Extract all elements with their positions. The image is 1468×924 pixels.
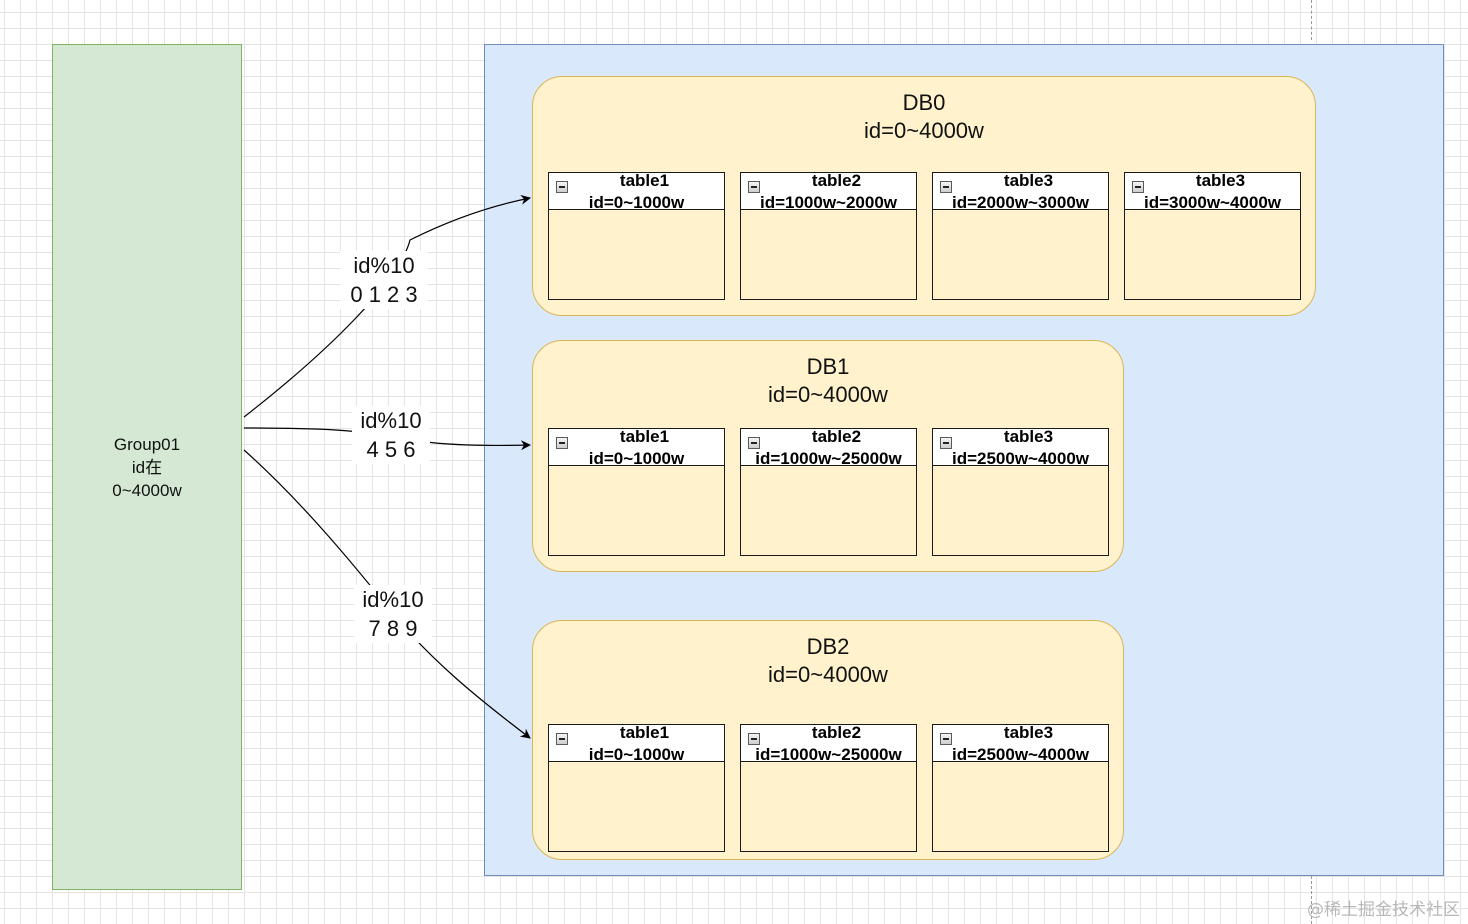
table-name: table2 — [811, 427, 862, 446]
table-range: id=2000w~3000w — [951, 193, 1090, 209]
table-header: table2 id=1000w~25000w — [741, 427, 916, 466]
table-node[interactable]: table3 id=2000w~3000w — [932, 172, 1109, 300]
table-range: id=2500w~4000w — [951, 745, 1090, 761]
table-name: table1 — [619, 723, 670, 742]
collapse-icon[interactable] — [748, 733, 760, 745]
table-name: table2 — [811, 723, 862, 742]
collapse-icon[interactable] — [940, 437, 952, 449]
db-name: DB1 — [806, 354, 850, 379]
collapse-icon[interactable] — [748, 181, 760, 193]
table-range: id=1000w~25000w — [755, 449, 902, 465]
group-label-line3: 0~4000w — [112, 480, 182, 500]
table-node[interactable]: table1 id=0~1000w — [548, 172, 725, 300]
table-header: table3 id=2500w~4000w — [933, 427, 1108, 466]
table-header: table3 id=3000w~4000w — [1125, 171, 1300, 210]
edge-label-line1: id%10 — [360, 408, 422, 433]
table-header: table3 id=2500w~4000w — [933, 723, 1108, 762]
table-node[interactable]: table2 id=1000w~25000w — [740, 724, 917, 852]
table-range: id=0~1000w — [588, 449, 685, 465]
guide-line-bottom — [1311, 876, 1312, 924]
group-node[interactable]: Group01 id在 0~4000w — [52, 44, 242, 890]
table-node[interactable]: table3 id=3000w~4000w — [1124, 172, 1301, 300]
db-title: DB2 id=0~4000w — [533, 633, 1123, 689]
table-range: id=2500w~4000w — [951, 449, 1090, 465]
table-name: table3 — [1195, 171, 1246, 190]
db-title: DB0 id=0~4000w — [533, 89, 1315, 145]
edge-label-line1: id%10 — [353, 253, 415, 278]
edge-label-line2: 4 5 6 — [366, 437, 416, 462]
db-node-db0[interactable]: DB0 id=0~4000w table1 id=0~1000w table2 … — [532, 76, 1316, 316]
table-header: table3 id=2000w~3000w — [933, 171, 1108, 210]
collapse-icon[interactable] — [940, 181, 952, 193]
table-node[interactable]: table1 id=0~1000w — [548, 724, 725, 852]
table-range: id=0~1000w — [588, 745, 685, 761]
group-label-line2: id在 — [131, 457, 163, 477]
guide-line-top — [1311, 0, 1312, 40]
edge-label-line2: 0 1 2 3 — [350, 282, 418, 307]
table-node[interactable]: table3 id=2500w~4000w — [932, 428, 1109, 556]
table-range: id=3000w~4000w — [1143, 193, 1282, 209]
group-label-line1: Group01 — [113, 434, 181, 454]
collapse-icon[interactable] — [1132, 181, 1144, 193]
edge-to-db0[interactable] — [243, 194, 531, 418]
table-name: table3 — [1003, 427, 1054, 446]
edge-label-db1: id%10 4 5 6 — [352, 406, 430, 464]
edge-label-db0: id%10 0 1 2 3 — [340, 251, 428, 309]
collapse-icon[interactable] — [556, 437, 568, 449]
table-header: table2 id=1000w~2000w — [741, 171, 916, 210]
collapse-icon[interactable] — [748, 437, 760, 449]
db-node-db1[interactable]: DB1 id=0~4000w table1 id=0~1000w table2 … — [532, 340, 1124, 572]
table-range: id=1000w~2000w — [759, 193, 898, 209]
table-node[interactable]: table2 id=1000w~2000w — [740, 172, 917, 300]
db-name: DB0 — [902, 90, 946, 115]
db-name: DB2 — [806, 634, 850, 659]
collapse-icon[interactable] — [556, 733, 568, 745]
table-name: table2 — [811, 171, 862, 190]
collapse-icon[interactable] — [556, 181, 568, 193]
edge-label-db2: id%10 7 8 9 — [354, 585, 432, 643]
db-title: DB1 id=0~4000w — [533, 353, 1123, 409]
table-header: table2 id=1000w~25000w — [741, 723, 916, 762]
table-header: table1 id=0~1000w — [549, 427, 724, 466]
edge-label-line2: 7 8 9 — [368, 616, 418, 641]
db-range: id=0~4000w — [768, 662, 888, 687]
watermark: @稀土掘金技术社区 — [1307, 900, 1460, 920]
table-node[interactable]: table3 id=2500w~4000w — [932, 724, 1109, 852]
edge-label-line1: id%10 — [362, 587, 424, 612]
table-header: table1 id=0~1000w — [549, 723, 724, 762]
db-range: id=0~4000w — [768, 382, 888, 407]
table-range: id=1000w~25000w — [755, 745, 902, 761]
table-range: id=0~1000w — [588, 193, 685, 209]
table-node[interactable]: table2 id=1000w~25000w — [740, 428, 917, 556]
db-range: id=0~4000w — [864, 118, 984, 143]
table-name: table3 — [1003, 171, 1054, 190]
table-header: table1 id=0~1000w — [549, 171, 724, 210]
table-node[interactable]: table1 id=0~1000w — [548, 428, 725, 556]
db-node-db2[interactable]: DB2 id=0~4000w table1 id=0~1000w table2 … — [532, 620, 1124, 860]
table-name: table3 — [1003, 723, 1054, 742]
table-name: table1 — [619, 171, 670, 190]
table-name: table1 — [619, 427, 670, 446]
collapse-icon[interactable] — [940, 733, 952, 745]
